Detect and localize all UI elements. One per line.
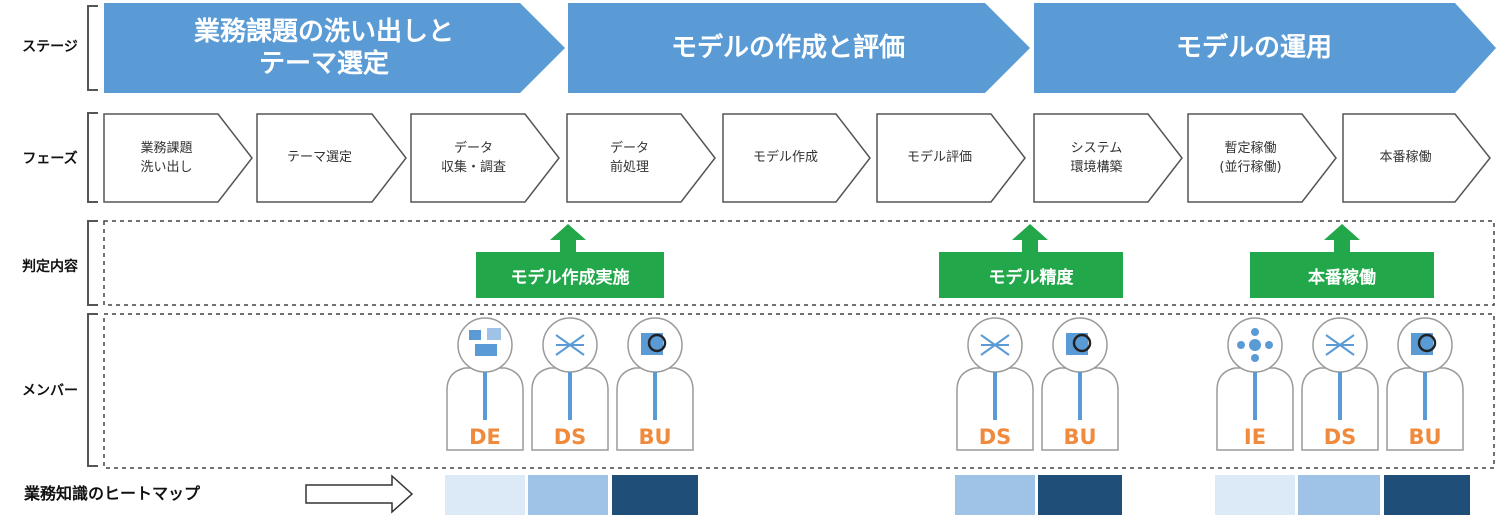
member-figure-bu-1 (616, 317, 694, 451)
member-figure-bu-3 (1386, 317, 1464, 451)
heatmap-cell-low (1215, 475, 1295, 515)
stage-arrow-1 (104, 3, 565, 93)
phase-label-2: テーマ選定 (286, 150, 352, 166)
phase-label-8: 暫定稼働 (並行稼働) (1219, 140, 1282, 176)
heatmap-cell-low (445, 475, 525, 515)
role-label: DS (553, 425, 587, 449)
role-label: DS (1323, 425, 1357, 449)
member-figure-ie (1216, 317, 1294, 451)
member-figures (446, 317, 1464, 451)
heatmap-cell-mid (528, 475, 608, 515)
heatmap-cell-high (612, 475, 698, 515)
role-label: BU (1063, 425, 1097, 449)
stage-label-1: 業務課題の洗い出しと テーマ選定 (193, 16, 454, 80)
heatmap-arrow (305, 474, 414, 514)
phase-label-1: 業務課題 洗い出し (140, 140, 193, 176)
phase-arrows (103, 113, 1491, 203)
role-label: BU (638, 425, 672, 449)
heatmap-cell-mid (955, 475, 1035, 515)
role-label: DE (469, 425, 501, 449)
member-figure-ds-2 (956, 317, 1034, 451)
stage-arrow-2 (568, 3, 1030, 93)
heatmap-cell-high (1038, 475, 1122, 515)
heatmap-label: 業務知識のヒートマップ (24, 484, 201, 503)
member-figure-ds-3 (1301, 317, 1379, 451)
heatmap-cell-mid (1298, 475, 1380, 515)
phase-label-5: モデル作成 (752, 150, 818, 166)
row-brackets (87, 5, 98, 467)
stage-label-2: モデルの作成と評価 (670, 32, 905, 63)
phase-label-9: 本番稼働 (1379, 150, 1432, 166)
role-label: BU (1408, 425, 1442, 449)
row-label-members: メンバー (22, 383, 78, 399)
judgement-model-accuracy: モデル精度 (939, 252, 1123, 298)
row-label-phase: フェーズ (22, 151, 78, 167)
phase-label-4: データ 前処理 (609, 140, 649, 176)
stage-label-3: モデルの運用 (1175, 32, 1332, 63)
member-figure-ds-1 (531, 317, 609, 451)
phase-label-6: モデル評価 (906, 150, 972, 166)
stage-arrow-3 (1034, 3, 1496, 93)
heatmap-cell-high (1384, 475, 1470, 515)
phase-label-7: システム 環境構築 (1070, 140, 1123, 176)
phase-label-3: データ 収集・調査 (440, 140, 506, 176)
role-label: IE (1243, 425, 1267, 449)
judgement-dashed-box (103, 220, 1495, 306)
member-figure-de (446, 317, 524, 451)
judgement-up-arrows (550, 224, 1360, 252)
member-figure-bu-2 (1041, 317, 1119, 451)
row-label-stage: ステージ (22, 39, 78, 55)
judgement-production: 本番稼働 (1250, 252, 1434, 298)
role-label: DS (978, 425, 1012, 449)
stage-arrows (104, 3, 1496, 93)
judgement-model-creation: モデル作成実施 (476, 252, 664, 298)
members-dashed-box (103, 313, 1495, 469)
row-label-judgement: 判定内容 (22, 259, 78, 275)
